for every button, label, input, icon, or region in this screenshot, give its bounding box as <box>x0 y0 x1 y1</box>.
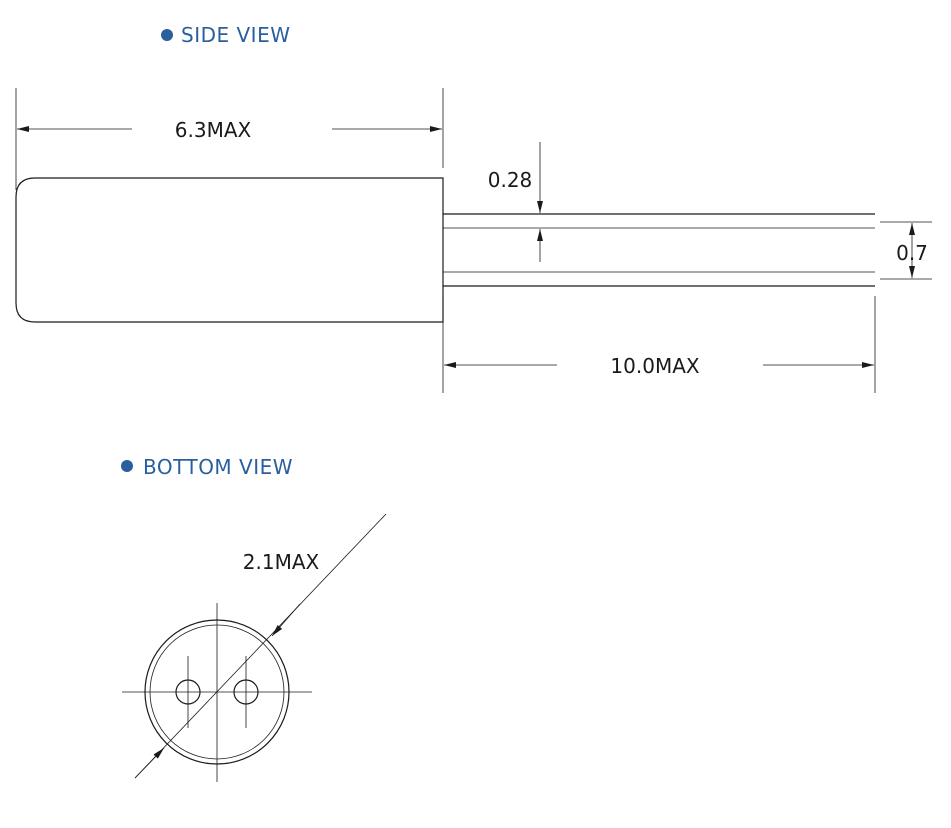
dim-diameter-label: 2.1MAX <box>243 550 320 574</box>
side-view-drawing: 6.3MAX 0.28 0.7 10.0MAX <box>15 88 932 393</box>
dimension-arrow-upper <box>271 603 301 637</box>
crystal-body-outline <box>15 177 444 323</box>
bottom-view-header: BOTTOM VIEW <box>121 455 293 479</box>
bottom-view-heading: BOTTOM VIEW <box>143 455 293 479</box>
bullet-dot-icon <box>161 29 173 41</box>
dim-lead-spacing-label: 0.7 <box>896 241 928 265</box>
dim-body-length-label: 6.3MAX <box>175 118 252 142</box>
side-view-header: SIDE VIEW <box>161 23 290 47</box>
bottom-view-drawing: 2.1MAX <box>122 513 387 782</box>
dim-lead-thickness-label: 0.28 <box>488 168 533 192</box>
dim-lead-length-label: 10.0MAX <box>610 354 699 378</box>
bullet-dot-icon <box>121 460 133 472</box>
dimension-arrow-lower <box>134 747 165 779</box>
side-view-heading: SIDE VIEW <box>181 23 290 47</box>
dimension-line-diameter <box>134 513 387 779</box>
